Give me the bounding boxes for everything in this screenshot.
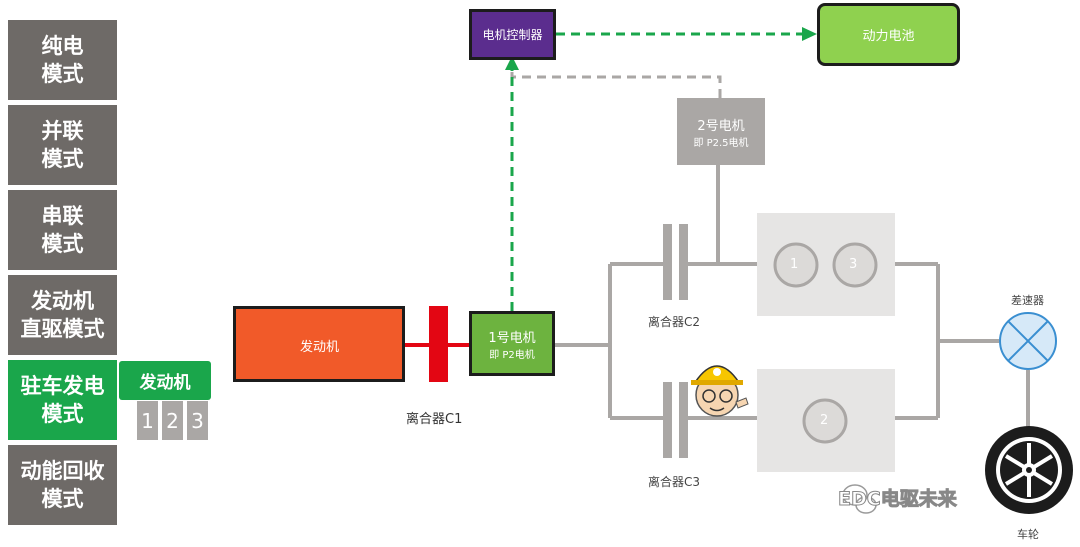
mode-button-engine-direct[interactable]: 发动机 直驱模式 — [8, 275, 117, 355]
clutch-c1-label: 离合器C1 — [406, 412, 463, 427]
clutch-c2-label: 离合器C2 — [648, 315, 701, 329]
mode-button-regen[interactable]: 动能回收 模式 — [8, 445, 117, 525]
mode-label: 驻车发电 模式 — [20, 374, 105, 426]
gear-2-label: 2 — [820, 413, 829, 428]
clutch-c1-icon — [429, 306, 448, 382]
engine-label: 发动机 — [300, 340, 340, 355]
motor1-subtitle: 即 P2电机 — [489, 349, 535, 361]
gear-3-label: 3 — [849, 257, 858, 272]
flow-arrow-up — [505, 56, 519, 70]
gear-3 — [832, 242, 878, 288]
mode-button-parking-charge[interactable]: 驻车发电 模式 — [8, 360, 117, 440]
mode-label: 发动机 直驱模式 — [20, 289, 105, 341]
motor-controller-label: 电机控制器 — [482, 28, 543, 42]
mode-label: 并联 模式 — [41, 119, 84, 171]
clutch-c3-plate-left — [663, 382, 672, 458]
gear-1-label: 1 — [790, 257, 799, 272]
power-battery-label: 动力电池 — [862, 29, 915, 44]
power-battery-box: 动力电池 — [817, 3, 960, 66]
flow-arrow-right — [802, 27, 817, 41]
motor1-box: 1号电机 即 P2电机 — [469, 311, 555, 376]
clutch-c2-plate-left — [663, 224, 672, 300]
motor2-subtitle: 即 P2.5电机 — [693, 137, 749, 149]
gear-button-2[interactable]: 2 — [162, 401, 183, 440]
gear-button-1[interactable]: 1 — [137, 401, 158, 440]
engineer-mascot-icon — [691, 365, 749, 417]
wheel-label: 车轮 — [1017, 528, 1039, 541]
gear-button-3[interactable]: 3 — [187, 401, 208, 440]
motor-controller-box: 电机控制器 — [469, 9, 556, 60]
clutch-c2-plate-right — [679, 224, 688, 300]
gear-1 — [773, 242, 819, 288]
mode-label: 纯电 模式 — [41, 34, 84, 86]
flow-motor2-controller — [510, 64, 722, 98]
engine-box — [233, 306, 405, 382]
mode-button-ev[interactable]: 纯电 模式 — [8, 20, 117, 100]
mode-label: 动能回收 模式 — [20, 459, 105, 511]
mode-button-series[interactable]: 串联 模式 — [8, 190, 117, 270]
watermark-text: EDC电驱未来 — [838, 488, 958, 511]
clutch-c3-label: 离合器C3 — [648, 475, 701, 489]
engine-sub-tab[interactable]: 发动机 — [119, 361, 211, 400]
gear-2 — [802, 398, 848, 444]
motor2-box: 2号电机 即 P2.5电机 — [677, 98, 765, 165]
mode-label: 串联 模式 — [41, 204, 84, 256]
wheel-icon — [985, 426, 1073, 514]
differential-label: 差速器 — [1011, 294, 1044, 307]
mode-button-parallel[interactable]: 并联 模式 — [8, 105, 117, 185]
clutch-c3-plate-right — [679, 382, 688, 458]
sub-tab-label: 发动机 — [139, 373, 191, 393]
motor1-title: 1号电机 — [488, 330, 536, 346]
motor2-title: 2号电机 — [697, 118, 745, 134]
wechat-watermark-icon — [842, 484, 877, 514]
